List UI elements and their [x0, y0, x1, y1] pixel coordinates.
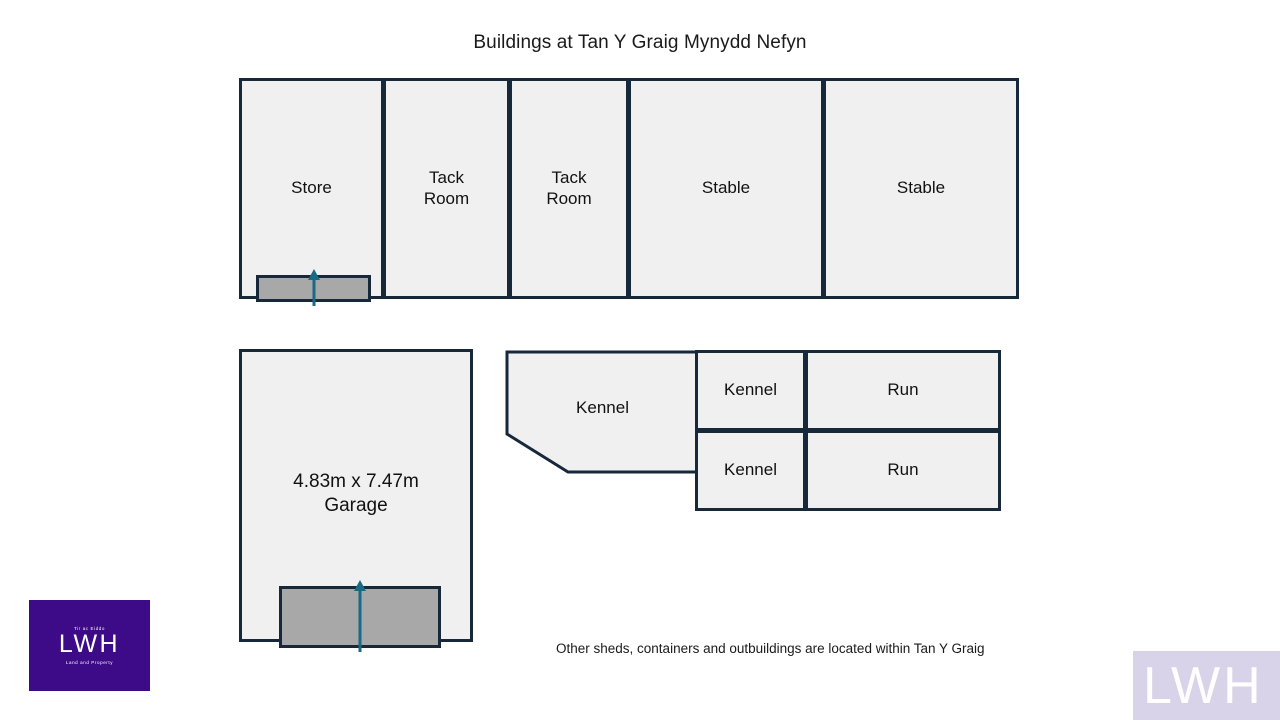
- kennel-angled-outline: [505, 350, 699, 474]
- arrow-head-icon: [307, 269, 320, 280]
- stable-block-room-0: Store: [239, 78, 384, 299]
- garage-room: 4.83m x 7.47m Garage: [239, 349, 473, 652]
- garage-label: 4.83m x 7.47m Garage: [242, 470, 470, 519]
- watermark: LWH: [1133, 651, 1280, 720]
- stable-block-room-label: Tack Room: [423, 167, 470, 208]
- kennel-grid-room-2: Kennel: [695, 430, 806, 511]
- stable-block-room-2: Tack Room: [509, 78, 629, 299]
- stable-block-room-1: Tack Room: [383, 78, 510, 299]
- brand-welsh-line: Tir ac Eiddo: [73, 626, 106, 631]
- kennel-angled-room: [505, 348, 705, 476]
- stable-block-room-3: Stable: [628, 78, 824, 299]
- kennel-grid-room-0: Kennel: [695, 350, 806, 431]
- stable-block-room-4: Stable: [823, 78, 1019, 299]
- brand-mark: LWH: [58, 630, 121, 658]
- stable-block-room-label: Stable: [701, 178, 751, 198]
- kennel-grid-room-3: Run: [805, 430, 1001, 511]
- stable-block: Store Tack Room Tack Room Stable Stable: [239, 78, 1019, 306]
- arrow-shaft: [358, 588, 362, 652]
- arrow-shaft: [312, 277, 315, 306]
- kennel-grid-room-1: Run: [805, 350, 1001, 431]
- garage-door-direction-arrow: [279, 580, 441, 652]
- stable-block-room-label: Tack Room: [546, 167, 592, 208]
- garage-dimensions: 4.83m x 7.47m: [293, 471, 419, 492]
- arrow-head-icon: [354, 580, 366, 591]
- store-door-direction-arrow: [256, 269, 371, 306]
- footer-note: Other sheds, containers and outbuildings…: [556, 641, 985, 656]
- stable-block-room-label: Store: [291, 178, 332, 198]
- garage-name: Garage: [324, 495, 388, 517]
- kennel-grid-room-label: Kennel: [724, 380, 777, 400]
- stable-block-room-label: Stable: [896, 178, 946, 198]
- kennel-grid-room-label: Run: [887, 380, 919, 400]
- page-title: Buildings at Tan Y Graig Mynydd Nefyn: [473, 32, 807, 53]
- brand-logo: Tir ac Eiddo LWH Land and Property: [29, 600, 150, 691]
- kennel-grid-room-label: Kennel: [724, 460, 777, 480]
- kennel-angled-label: Kennel: [576, 398, 629, 417]
- kennel-grid-room-label: Run: [887, 460, 919, 480]
- brand-tagline: Land and Property: [65, 660, 114, 665]
- watermark-text: LWH: [1143, 656, 1264, 715]
